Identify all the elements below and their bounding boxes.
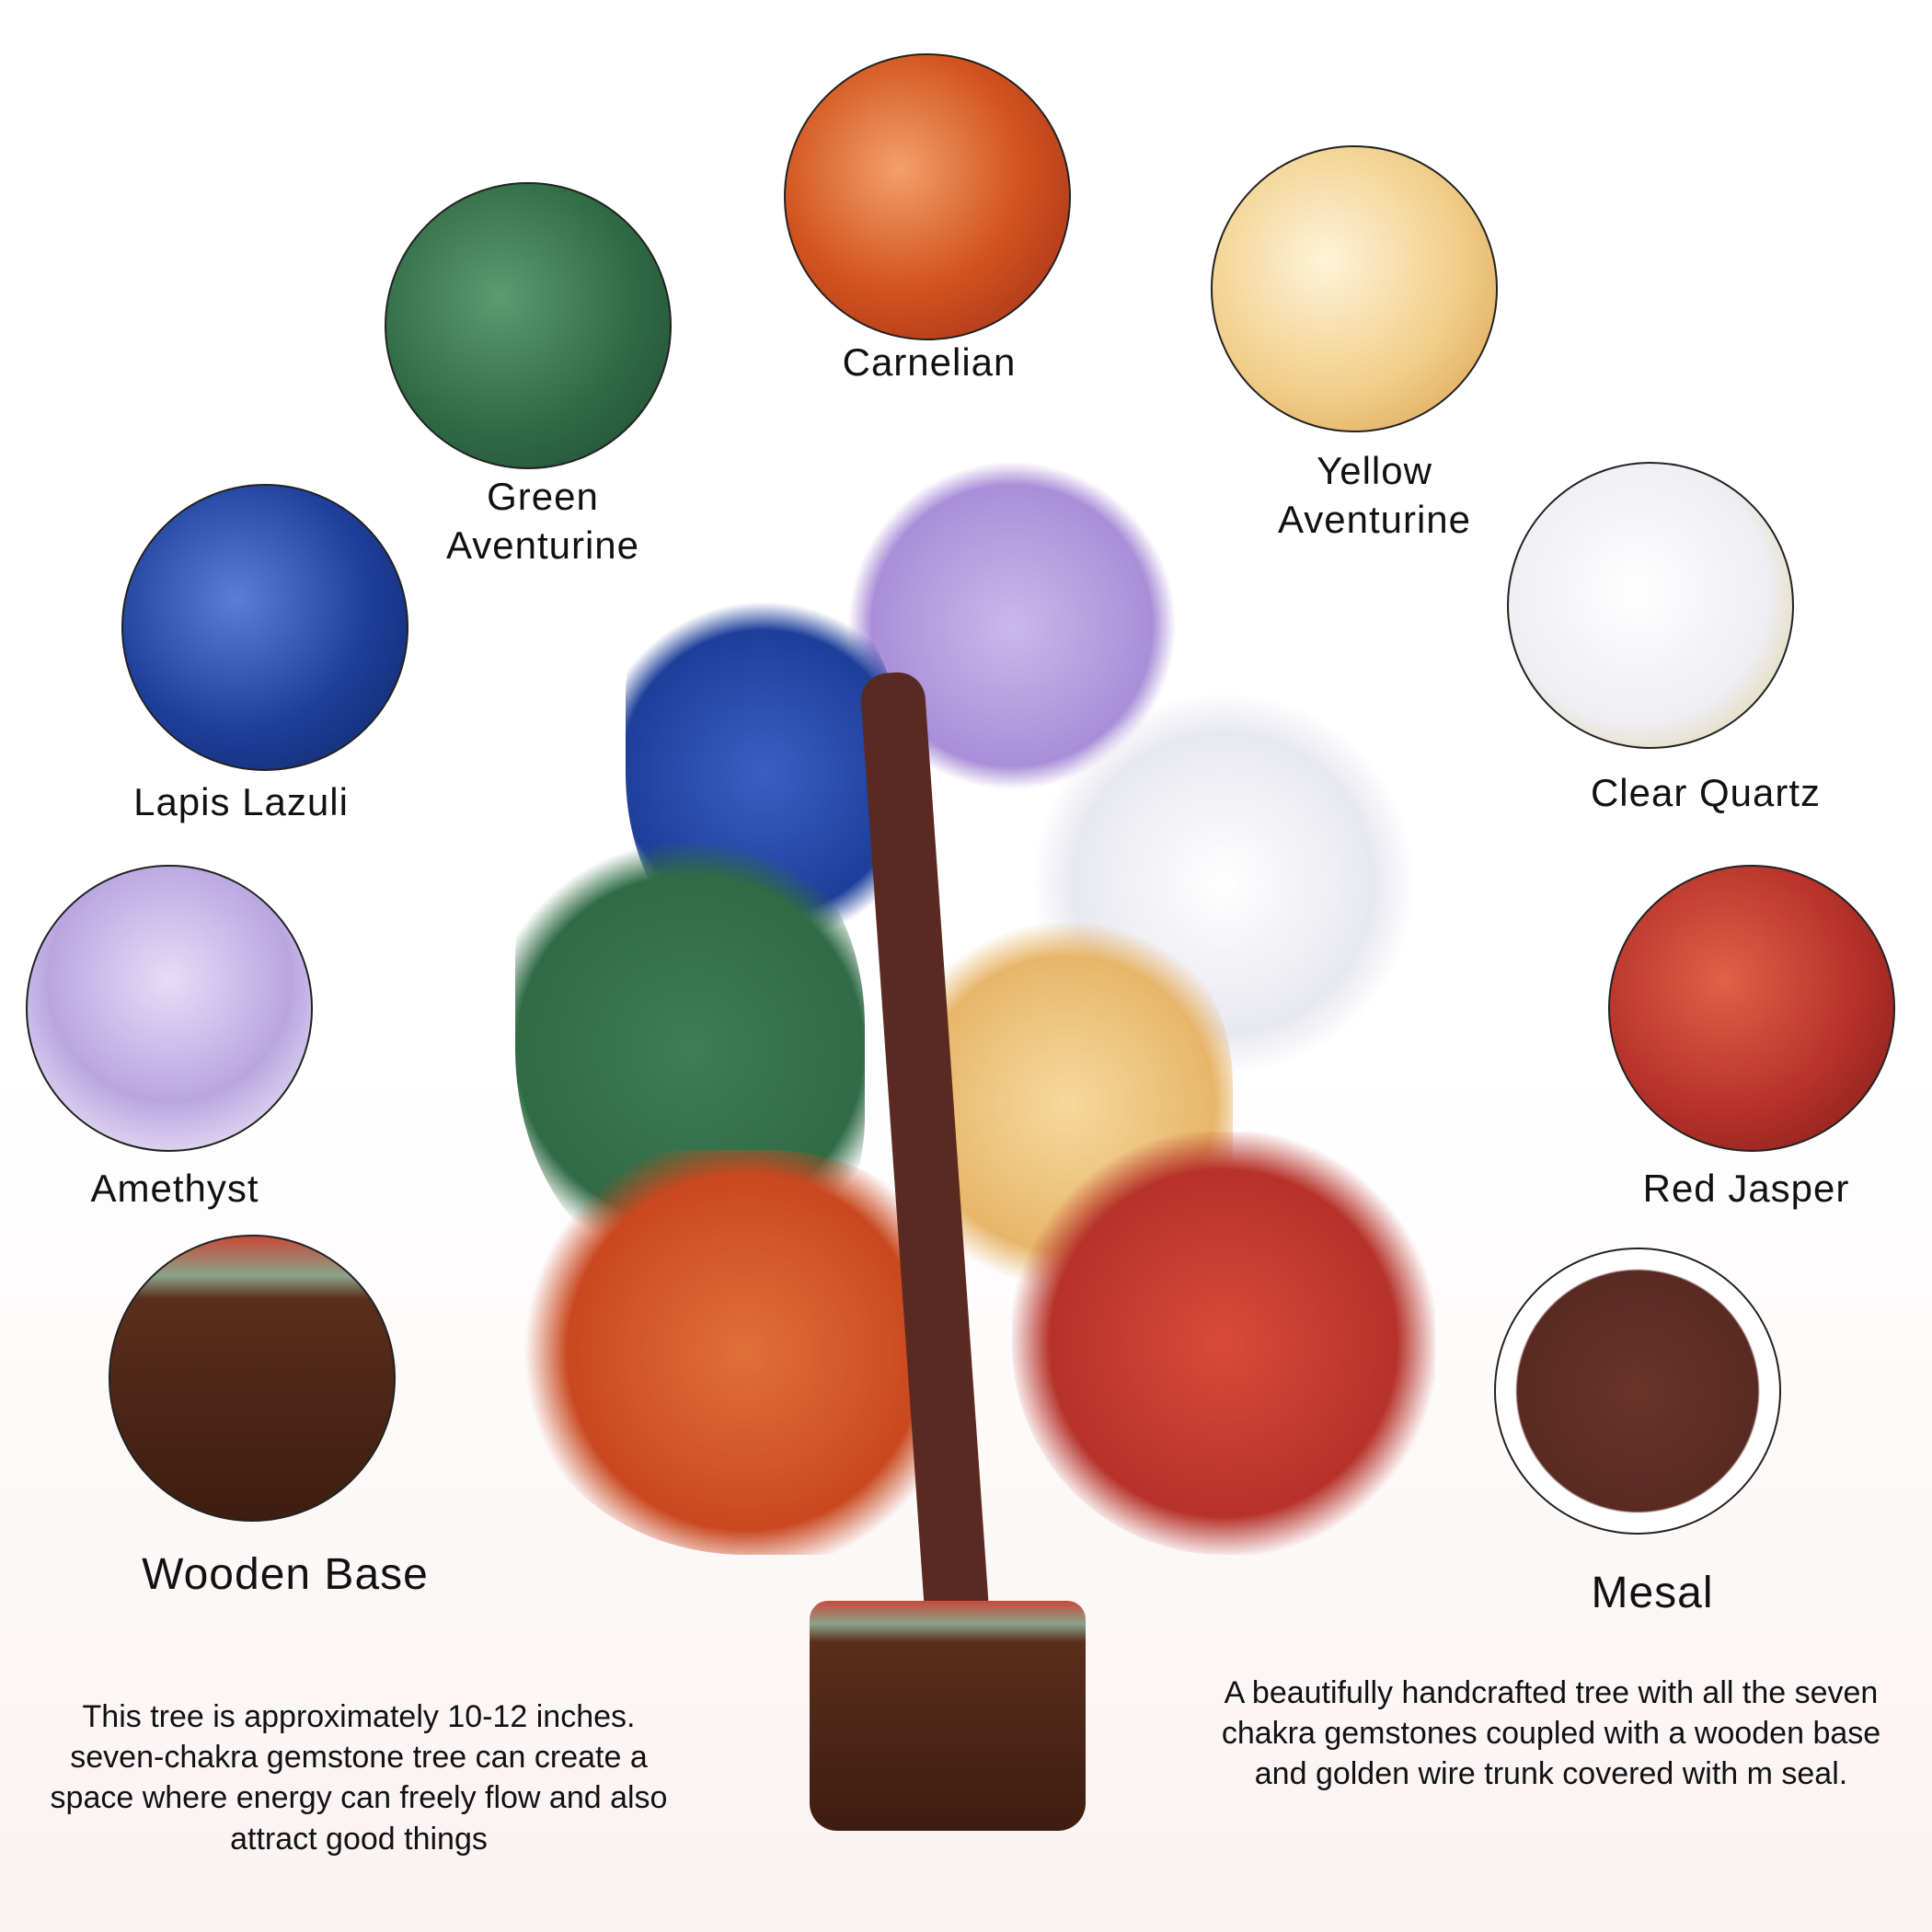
yellow-aventurine-swatch [1211, 145, 1498, 432]
label-clear-quartz: Clear Quartz [1590, 771, 1822, 814]
wooden-base-swatch [109, 1235, 396, 1522]
label-green-aventurine: Green Aventurine [445, 475, 640, 567]
label-yellow-aventurine: Yellow Aventurine [1277, 449, 1472, 541]
clear-quartz-swatch [1507, 462, 1794, 749]
label-mesal: Mesal [1591, 1569, 1714, 1617]
label-red-jasper: Red Jasper [1642, 1167, 1850, 1210]
carnelian-swatch [784, 53, 1071, 340]
lapis-lazuli-swatch [121, 484, 408, 771]
wooden-base [810, 1601, 1086, 1831]
label-wooden-base: Wooden Base [142, 1550, 429, 1599]
label-amethyst: Amethyst [90, 1167, 259, 1210]
gemstone-tree [497, 414, 1435, 1868]
label-carnelian: Carnelian [842, 340, 1017, 384]
label-lapis-lazuli: Lapis Lazuli [133, 780, 349, 823]
green-aventurine-swatch [385, 182, 672, 469]
amethyst-swatch [26, 865, 313, 1152]
red-jasper-swatch [1608, 865, 1895, 1152]
mesal-swatch [1494, 1248, 1781, 1535]
description-right: A beautifully handcrafted tree with all … [1221, 1675, 1881, 1792]
description-left: This tree is approximately 10-12 inches.… [50, 1699, 668, 1857]
